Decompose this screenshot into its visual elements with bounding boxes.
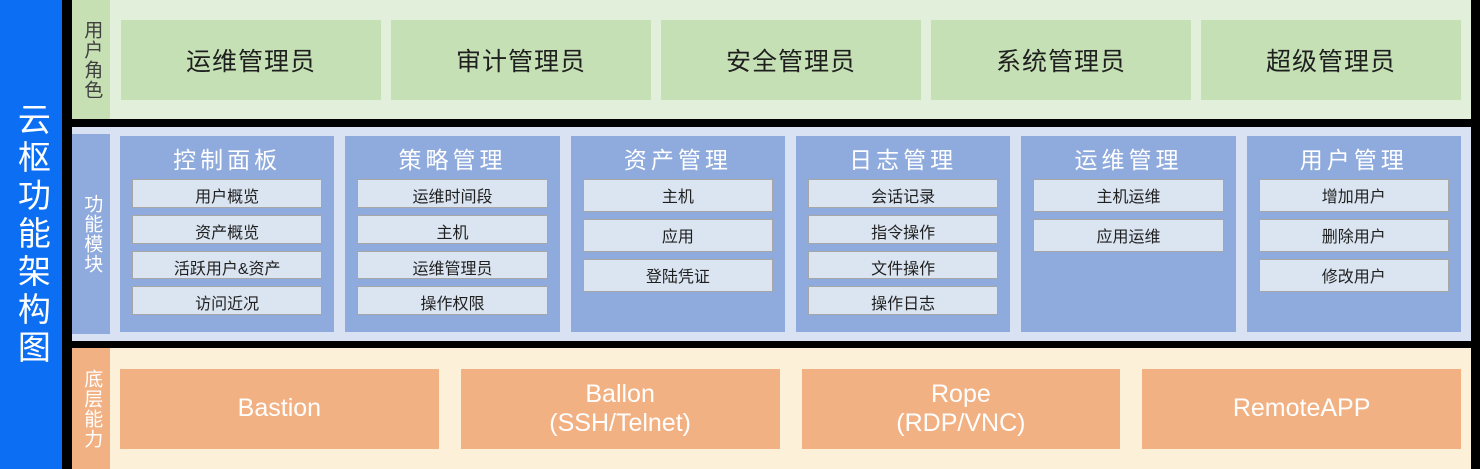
section-label-text: 功能模块: [81, 194, 103, 274]
module-item[interactable]: 运维管理员: [357, 250, 548, 280]
base-box[interactable]: Ballon(SSH/Telnet): [460, 368, 780, 449]
module-item[interactable]: 操作权限: [357, 286, 548, 315]
module-title: 用户管理: [1299, 147, 1408, 173]
section-base-capability: 底层能力 Bastion Ballon(SSH/Telnet) Rope(RDP…: [72, 348, 1471, 469]
section-user-roles: 用户角色 运维管理员 审计管理员 安全管理员 系统管理员 超级管理员: [72, 0, 1471, 119]
diagram-title-bar: 云枢功能架构图: [0, 0, 62, 469]
module-item[interactable]: 主机运维: [1033, 179, 1224, 212]
role-box[interactable]: 系统管理员: [931, 19, 1191, 100]
module-card-list: 控制面板 用户概览 资产概览 活跃用户&资产 访问近况 策略管理 运维时间段 主…: [110, 127, 1471, 341]
role-box[interactable]: 运维管理员: [121, 19, 381, 100]
module-item[interactable]: 文件操作: [807, 250, 999, 280]
module-card-user-management[interactable]: 用户管理 增加用户 删除用户 修改用户: [1246, 136, 1461, 332]
module-card-asset-management[interactable]: 资产管理 主机 应用 登陆凭证: [570, 136, 785, 332]
module-card-log-management[interactable]: 日志管理 会话记录 指令操作 文件操作 操作日志: [795, 136, 1011, 332]
base-capability-list: Bastion Ballon(SSH/Telnet) Rope(RDP/VNC)…: [110, 348, 1471, 469]
module-item[interactable]: 应用运维: [1033, 219, 1224, 252]
module-title: 资产管理: [623, 147, 732, 173]
module-title: 控制面板: [173, 147, 282, 173]
section-label-text: 用户角色: [81, 19, 103, 100]
module-item[interactable]: 增加用户: [1258, 179, 1449, 212]
section-label-base-capability: 底层能力: [72, 348, 110, 469]
module-card-policy-management[interactable]: 策略管理 运维时间段 主机 运维管理员 操作权限: [345, 136, 560, 332]
role-box[interactable]: 审计管理员: [391, 19, 651, 100]
module-item[interactable]: 主机: [357, 214, 548, 244]
module-title: 日志管理: [849, 147, 958, 173]
module-item[interactable]: 访问近况: [132, 286, 323, 315]
module-title: 运维管理: [1074, 147, 1183, 173]
module-item[interactable]: 操作日志: [807, 286, 999, 315]
section-function-modules: 功能模块 控制面板 用户概览 资产概览 活跃用户&资产 访问近况 策略管理 运维…: [72, 127, 1471, 341]
module-item[interactable]: 登陆凭证: [582, 259, 773, 292]
base-box[interactable]: Bastion: [120, 368, 439, 449]
section-label-user-roles: 用户角色: [72, 0, 110, 119]
user-role-list: 运维管理员 审计管理员 安全管理员 系统管理员 超级管理员: [110, 0, 1471, 119]
base-box[interactable]: Rope(RDP/VNC): [801, 368, 1121, 449]
module-item[interactable]: 会话记录: [807, 179, 999, 208]
role-box[interactable]: 安全管理员: [661, 19, 921, 100]
module-card-ops-management[interactable]: 运维管理 主机运维 应用运维: [1021, 136, 1236, 332]
module-item[interactable]: 删除用户: [1258, 219, 1449, 252]
diagram-title: 云枢功能架构图: [13, 101, 51, 368]
module-item[interactable]: 主机: [582, 179, 773, 212]
module-item[interactable]: 指令操作: [807, 214, 999, 244]
module-item[interactable]: 运维时间段: [357, 179, 548, 208]
module-item[interactable]: 应用: [582, 219, 773, 252]
module-card-control-panel[interactable]: 控制面板 用户概览 资产概览 活跃用户&资产 访问近况: [120, 136, 335, 332]
section-label-function-modules: 功能模块: [72, 134, 110, 334]
module-item[interactable]: 资产概览: [132, 214, 323, 244]
module-item[interactable]: 修改用户: [1258, 259, 1449, 292]
section-label-text: 底层能力: [81, 368, 103, 449]
module-item[interactable]: 活跃用户&资产: [132, 250, 323, 280]
module-title: 策略管理: [398, 147, 507, 173]
module-item[interactable]: 用户概览: [132, 179, 323, 208]
role-box[interactable]: 超级管理员: [1201, 19, 1461, 100]
base-box[interactable]: RemoteAPP: [1142, 368, 1461, 449]
